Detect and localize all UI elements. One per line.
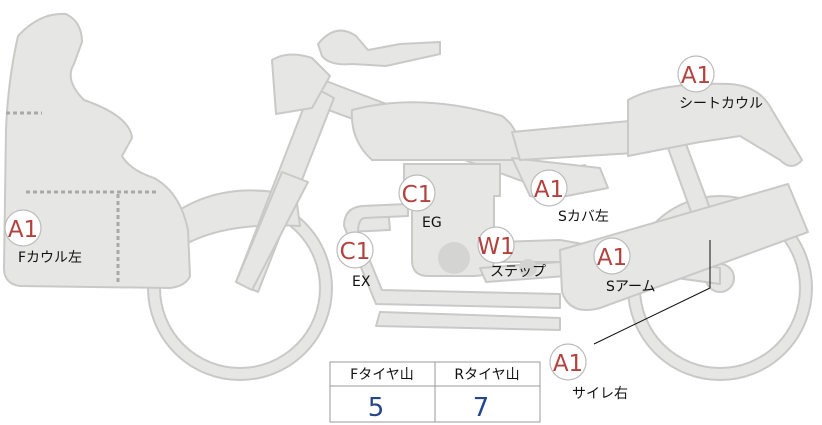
exhaust-pipe-2 bbox=[375, 311, 561, 331]
marker-side-cover-left[interactable]: A1 Sカバ左 bbox=[530, 169, 609, 225]
handlebar bbox=[317, 29, 441, 67]
rear-tire-header: Rタイヤ山 bbox=[454, 367, 519, 383]
marker-exhaust[interactable]: C1 EX bbox=[336, 231, 374, 290]
damage-code: A1 bbox=[8, 217, 38, 243]
badge-circle bbox=[677, 55, 715, 93]
badge-circle bbox=[398, 174, 436, 212]
fork-lower bbox=[235, 171, 309, 291]
badge-circle bbox=[530, 169, 568, 207]
marker-f-cowl-left[interactable]: A1 Fカウル左 bbox=[4, 209, 82, 266]
marker-seat-cowl[interactable]: A1 シートカウル bbox=[677, 55, 763, 112]
engine-cover bbox=[438, 242, 470, 274]
marker-step[interactable]: W1 ステップ bbox=[477, 226, 546, 280]
damage-code: A1 bbox=[597, 245, 627, 271]
headlight-stay bbox=[271, 53, 331, 115]
damage-code: A1 bbox=[681, 63, 711, 89]
tire-tread-table: Fタイヤ山 Rタイヤ山 5 7 bbox=[329, 361, 541, 423]
badge-circle bbox=[593, 237, 631, 275]
motorcycle-silhouette bbox=[3, 12, 813, 381]
muffler bbox=[559, 183, 809, 311]
part-label: Sカバ左 bbox=[558, 209, 609, 225]
front-cowl bbox=[3, 12, 191, 289]
part-label: ステップ bbox=[490, 264, 546, 280]
part-label: シートカウル bbox=[679, 96, 763, 112]
marker-muffler-right[interactable]: A1 サイレ右 bbox=[549, 343, 628, 402]
callout-lines bbox=[593, 240, 711, 345]
part-label: Sアーム bbox=[606, 279, 656, 295]
damage-markers: A1 Fカウル左 C1 EX C1 EG W1 ステップ A1 Sカバ左 A1 … bbox=[4, 55, 763, 402]
rear-tire-value: 7 bbox=[473, 393, 490, 423]
cowl-panel-lines bbox=[6, 111, 156, 284]
damage-code: C1 bbox=[340, 239, 371, 265]
fuel-tank bbox=[350, 101, 522, 161]
badge-circle bbox=[549, 343, 587, 381]
badge-circle bbox=[336, 231, 374, 269]
part-label: EG bbox=[422, 215, 442, 231]
part-label: EX bbox=[352, 274, 371, 290]
badge-circle bbox=[477, 226, 515, 264]
damage-code: C1 bbox=[402, 182, 433, 208]
marker-engine[interactable]: C1 EG bbox=[398, 174, 442, 231]
damage-code: W1 bbox=[477, 234, 514, 260]
front-tire-value: 5 bbox=[368, 393, 385, 423]
damage-code: A1 bbox=[534, 177, 564, 203]
marker-swing-arm[interactable]: A1 Sアーム bbox=[593, 237, 656, 295]
front-tire-header: Fタイヤ山 bbox=[350, 367, 414, 383]
badge-circle bbox=[4, 209, 42, 247]
part-label: サイレ右 bbox=[572, 386, 628, 402]
seat-cowl bbox=[627, 82, 803, 167]
part-label: Fカウル左 bbox=[18, 250, 82, 266]
damage-code: A1 bbox=[553, 351, 583, 377]
